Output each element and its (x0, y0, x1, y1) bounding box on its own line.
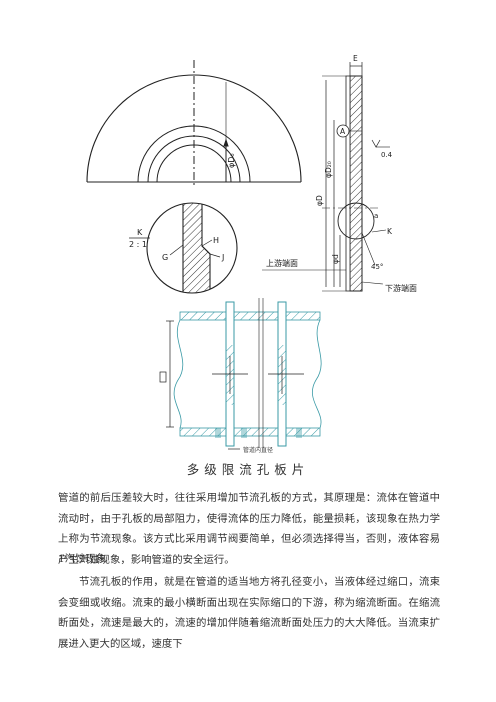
label-e: E (353, 54, 358, 63)
detail-k-view (146, 202, 238, 294)
paragraph-1: 管道的前后压差较大时，往往采用增加节流孔板的方式，其原理是：流体在管道中流动时，… (58, 492, 440, 566)
label-a-small: a (374, 212, 378, 220)
label-roughness: 0.4 (381, 151, 393, 159)
label-dw: φD₂₀ (324, 161, 333, 178)
label-k: K (387, 227, 393, 236)
label-scale: 2 : 1 (129, 240, 147, 249)
label-downstream: 下游端面 (385, 283, 417, 293)
side-section-view (262, 62, 390, 292)
label-flow-note: 管道内直径 (243, 446, 273, 454)
label-upstream: 上游端面 (266, 258, 298, 268)
label-angle: 45° (371, 263, 383, 271)
label-dk: φd (331, 254, 340, 264)
label-scale-k: K (137, 228, 143, 237)
figure-caption: 多级限流孔板片 (186, 462, 310, 477)
technical-drawing: φD₀ K 2 : 1 G H J (86, 54, 417, 454)
label-g: G (162, 253, 168, 262)
label-a: A (340, 127, 346, 136)
label-dtotal: φD (315, 195, 324, 206)
label-d0: φD₀ (227, 153, 236, 168)
paragraph-2: 节流孔板的作用，就是在管道的适当地方将孔径变小，当液体经过缩口，流束会变细或收缩… (58, 576, 440, 650)
semicircle-view (86, 60, 302, 186)
label-j: J (221, 253, 224, 262)
pipe-assembly (159, 298, 322, 450)
label-h: H (213, 236, 219, 245)
section-heading: 1汽蚀现象 (58, 553, 107, 565)
